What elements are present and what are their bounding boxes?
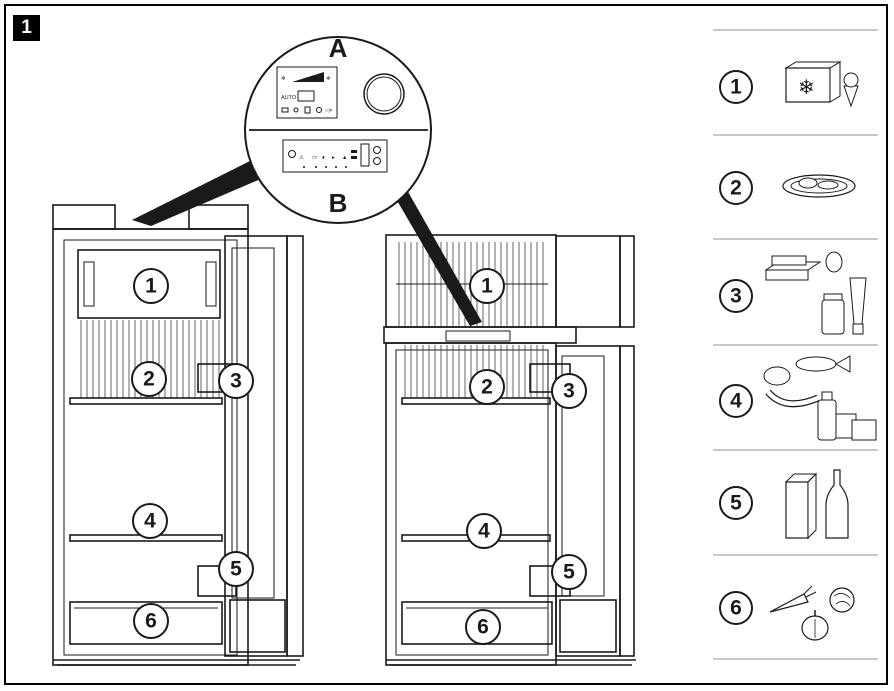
callout-left-3: 3 xyxy=(218,363,254,399)
mute-icon: ◁× xyxy=(325,108,332,114)
snowflake-small-icon: ❄ xyxy=(281,75,286,82)
control-housing-right xyxy=(188,204,249,230)
svg-text:4: 4 xyxy=(478,520,490,543)
svg-text:4: 4 xyxy=(730,390,742,413)
svg-text:2: 2 xyxy=(481,376,493,399)
meat-plate-icon xyxy=(782,174,856,198)
figure-number: 1 xyxy=(13,15,40,41)
power-button-icon xyxy=(288,150,296,158)
temperature-knob xyxy=(363,73,405,115)
crisper-drawer-left xyxy=(69,601,223,645)
control-panel-right xyxy=(445,330,511,342)
svg-text:1: 1 xyxy=(145,275,157,298)
callout-right-6: 6 xyxy=(465,609,501,645)
snowflake-large-icon: ❄ xyxy=(326,75,331,82)
panel-a: ❄ ❄ AUTO ◁× xyxy=(276,66,405,119)
legend-row-4: 4 xyxy=(719,355,877,441)
zone-callouts: 1 2 3 4 5 6 1 2 xyxy=(131,268,587,645)
legend-row-1: 1 ❄ xyxy=(719,61,859,108)
svg-text:1: 1 xyxy=(730,76,742,99)
callout-right-4: 4 xyxy=(466,513,502,549)
frozen-food-box-and-ice-cream-icon: ❄ xyxy=(784,61,859,108)
svg-text:3: 3 xyxy=(563,380,575,403)
info-button-icon xyxy=(373,157,381,165)
svg-text:6: 6 xyxy=(477,616,489,639)
milk-carton-and-bottle-icon xyxy=(784,469,849,540)
vegetables-icon xyxy=(769,585,855,641)
food-legend: 1 ❄ 2 3 xyxy=(713,29,878,660)
svg-text:4: 4 xyxy=(144,510,156,533)
fridge-left xyxy=(52,204,304,666)
control-housing-left xyxy=(52,204,116,230)
battery-icon xyxy=(297,90,315,102)
panel-a-letter: A xyxy=(329,33,348,63)
legend-row-5: 5 xyxy=(719,469,849,540)
legend-row-2: 2 xyxy=(719,171,856,205)
svg-text:5: 5 xyxy=(730,492,742,515)
battery-small-icon: ▭ xyxy=(312,155,317,161)
callout-left-5: 5 xyxy=(218,551,254,587)
shelf-upper-left xyxy=(69,397,223,405)
freezer-door-right xyxy=(555,235,621,328)
freezer-compartment-left xyxy=(77,249,221,319)
poultry-fish-sausage-dairy-icon xyxy=(763,355,877,441)
svg-text:5: 5 xyxy=(563,561,575,584)
legend-row-3: 3 xyxy=(719,251,867,335)
callout-left-2: 2 xyxy=(131,361,167,397)
flame-icon: ♦ xyxy=(322,155,325,161)
temperature-level-bars xyxy=(292,72,324,82)
callout-right-3: 3 xyxy=(551,373,587,409)
plug-icon: ▸ xyxy=(332,155,335,161)
callout-right-5: 5 xyxy=(551,554,587,590)
callout-left-4: 4 xyxy=(132,503,168,539)
level-indicator xyxy=(360,143,370,167)
panel-b: ⚠ ▭ ♦ ▸ ▲ xyxy=(282,139,388,173)
svg-text:2: 2 xyxy=(143,368,155,391)
svg-text:❄: ❄ xyxy=(798,77,815,99)
warning-icon: ⚠ xyxy=(299,155,304,161)
svg-text:5: 5 xyxy=(230,558,242,581)
auto-label: AUTO xyxy=(281,95,297,101)
legend-row-6: 6 xyxy=(719,585,855,641)
svg-text:6: 6 xyxy=(145,610,157,633)
panel-b-letter: B xyxy=(329,188,348,218)
callout-right-1: 1 xyxy=(469,268,505,304)
callout-left-6: 6 xyxy=(133,603,169,639)
svg-text:6: 6 xyxy=(730,597,742,620)
auto-icon: ▲ xyxy=(342,155,347,161)
svg-text:2: 2 xyxy=(730,177,742,200)
svg-text:1: 1 xyxy=(481,275,493,298)
svg-text:3: 3 xyxy=(230,370,242,393)
crisper-drawer-right xyxy=(401,601,553,645)
control-panel-magnifier: A B ❄ ❄ AUTO ◁× ⚠ ▭ ♦ ▸ ▲ xyxy=(132,33,482,326)
figure-frame xyxy=(4,4,888,685)
callout-left-1: 1 xyxy=(133,268,169,304)
callout-right-2: 2 xyxy=(469,369,505,405)
fridge-right xyxy=(383,234,636,666)
butter-egg-jar-tube-icon xyxy=(764,251,867,335)
svg-text:3: 3 xyxy=(730,285,742,308)
mode-button-icon xyxy=(373,146,381,154)
door-left xyxy=(224,235,288,657)
